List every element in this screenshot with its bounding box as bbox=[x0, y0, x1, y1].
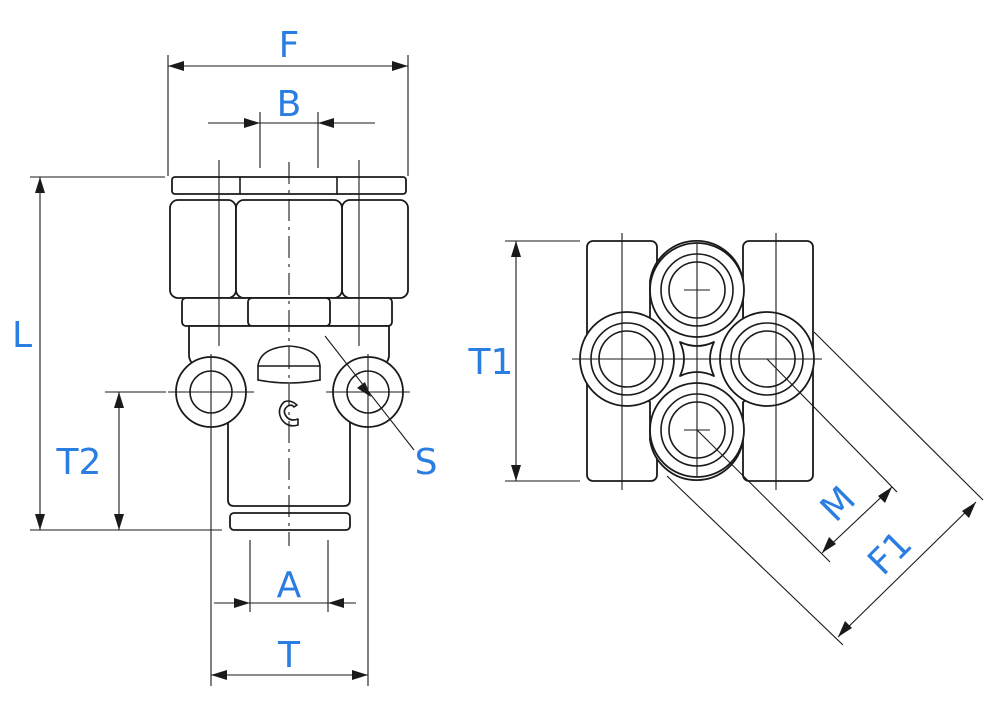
label-T2: T2 bbox=[56, 442, 102, 483]
label-S: S bbox=[415, 442, 438, 483]
leader-line-S bbox=[324, 335, 415, 451]
dimension-line-F1 bbox=[837, 501, 977, 638]
front-view bbox=[30, 55, 415, 686]
label-B: B bbox=[277, 84, 302, 125]
side-view bbox=[505, 233, 984, 646]
release-clip bbox=[278, 400, 299, 427]
label-T1: T1 bbox=[468, 342, 514, 383]
left-nut bbox=[169, 199, 237, 299]
label-L: L bbox=[12, 315, 32, 356]
bottom-plate bbox=[229, 512, 351, 531]
label-F: F bbox=[279, 25, 300, 66]
label-F1: F1 bbox=[860, 523, 920, 583]
label-M: M bbox=[813, 479, 864, 530]
label-T: T bbox=[277, 635, 301, 676]
label-A: A bbox=[277, 565, 302, 606]
right-nut bbox=[341, 199, 409, 299]
